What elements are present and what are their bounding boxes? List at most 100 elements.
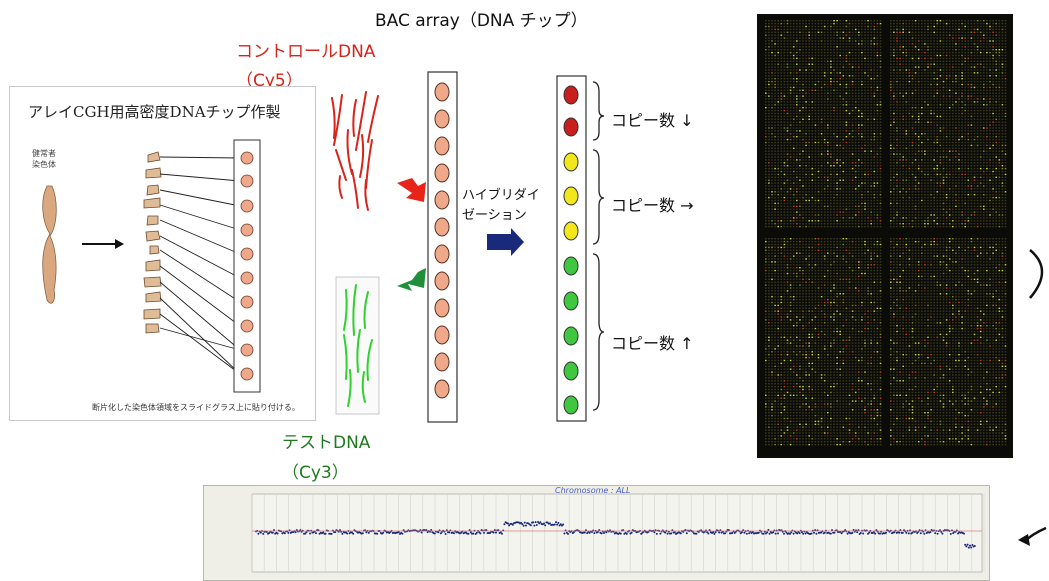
microarray-spot [818, 194, 820, 195]
microarray-spot [790, 87, 792, 88]
microarray-spot [771, 55, 773, 56]
microarray-spot [867, 110, 869, 111]
microarray-spot [765, 171, 767, 172]
microarray-spot [771, 64, 773, 65]
microarray-spot [774, 90, 776, 91]
microarray-spot [784, 194, 786, 195]
microarray-spot [937, 58, 939, 59]
microarray-spot [999, 127, 1001, 128]
microarray-spot [815, 72, 817, 73]
microarray-spot [940, 188, 942, 189]
microarray-spot [968, 66, 970, 67]
microarray-spot [986, 168, 988, 169]
microarray-spot [974, 23, 976, 24]
microarray-spot [890, 46, 892, 47]
microarray-spot [918, 64, 920, 65]
microarray-spot [989, 49, 991, 50]
microarray-spot [777, 90, 779, 91]
microarray-spot [943, 61, 945, 62]
microarray-spot [771, 136, 773, 137]
microarray-spot [790, 95, 792, 96]
microarray-spot [771, 69, 773, 70]
microarray-spot [824, 55, 826, 56]
microarray-spot [924, 81, 926, 82]
microarray-spot [1002, 182, 1004, 183]
microarray-spot [946, 64, 948, 65]
microarray-spot [977, 35, 979, 36]
microarray-spot [918, 69, 920, 70]
microarray-spot [839, 194, 841, 195]
microarray-spot [849, 194, 851, 195]
microarray-spot [855, 133, 857, 134]
microarray-spot [955, 151, 957, 152]
microarray-spot [986, 171, 988, 172]
microarray-spot [790, 40, 792, 41]
microarray-spot [827, 220, 829, 221]
microarray-spot [846, 145, 848, 146]
microarray-spot [980, 130, 982, 131]
microarray-spot [992, 127, 994, 128]
microarray-spot [1005, 153, 1007, 154]
microarray-spot [880, 211, 882, 212]
microarray-spot [836, 23, 838, 24]
microarray-spot [821, 185, 823, 186]
microarray-spot [943, 95, 945, 96]
microarray-spot [818, 142, 820, 143]
microarray-spot [943, 151, 945, 152]
microarray-spot [827, 127, 829, 128]
microarray-spot [833, 185, 835, 186]
microarray-spot [808, 194, 810, 195]
microarray-spot [999, 156, 1001, 157]
microarray-spot [874, 37, 876, 38]
microarray-spot [999, 40, 1001, 41]
microarray-spot [974, 185, 976, 186]
microarray-spot [870, 46, 872, 47]
microarray-spot [777, 95, 779, 96]
microarray-spot [833, 37, 835, 38]
microarray-spot [784, 203, 786, 204]
microarray-spot [812, 191, 814, 192]
microarray-spot [937, 180, 939, 181]
microarray-spot [830, 206, 832, 207]
microarray-spot [796, 119, 798, 120]
microarray-spot [880, 119, 882, 120]
microarray-spot [830, 43, 832, 44]
microarray-spot [777, 211, 779, 212]
microarray-spot [946, 52, 948, 53]
microarray-spot [927, 90, 929, 91]
microarray-spot [995, 127, 997, 128]
microarray-spot [870, 206, 872, 207]
microarray-spot [768, 127, 770, 128]
microarray-spot [805, 43, 807, 44]
microarray-spot [787, 29, 789, 30]
microarray-spot [968, 156, 970, 157]
microarray-spot [867, 127, 869, 128]
microarray-spot [805, 124, 807, 125]
microarray-spot [937, 95, 939, 96]
microarray-spot [943, 110, 945, 111]
microarray-spot [909, 148, 911, 149]
microarray-spot [858, 43, 860, 44]
microarray-spot [833, 107, 835, 108]
microarray-spot [927, 37, 929, 38]
microarray-spot [802, 200, 804, 201]
microarray-spot [874, 182, 876, 183]
microarray-spot [787, 159, 789, 160]
microarray-spot [852, 49, 854, 50]
microarray-spot [818, 32, 820, 33]
microarray-spot [980, 35, 982, 36]
microarray-spot [918, 153, 920, 154]
microarray-spot [802, 122, 804, 123]
microarray-spot [893, 61, 895, 62]
microarray-spot [818, 35, 820, 36]
microarray-spot [818, 133, 820, 134]
microarray-spot [777, 148, 779, 149]
microarray-spot [918, 84, 920, 85]
microarray-spot [855, 66, 857, 67]
microarray-spot [893, 81, 895, 82]
microarray-spot [790, 46, 792, 47]
microarray-spot [1002, 107, 1004, 108]
microarray-spot [995, 101, 997, 102]
microarray-spot [861, 43, 863, 44]
microarray-spot [983, 182, 985, 183]
